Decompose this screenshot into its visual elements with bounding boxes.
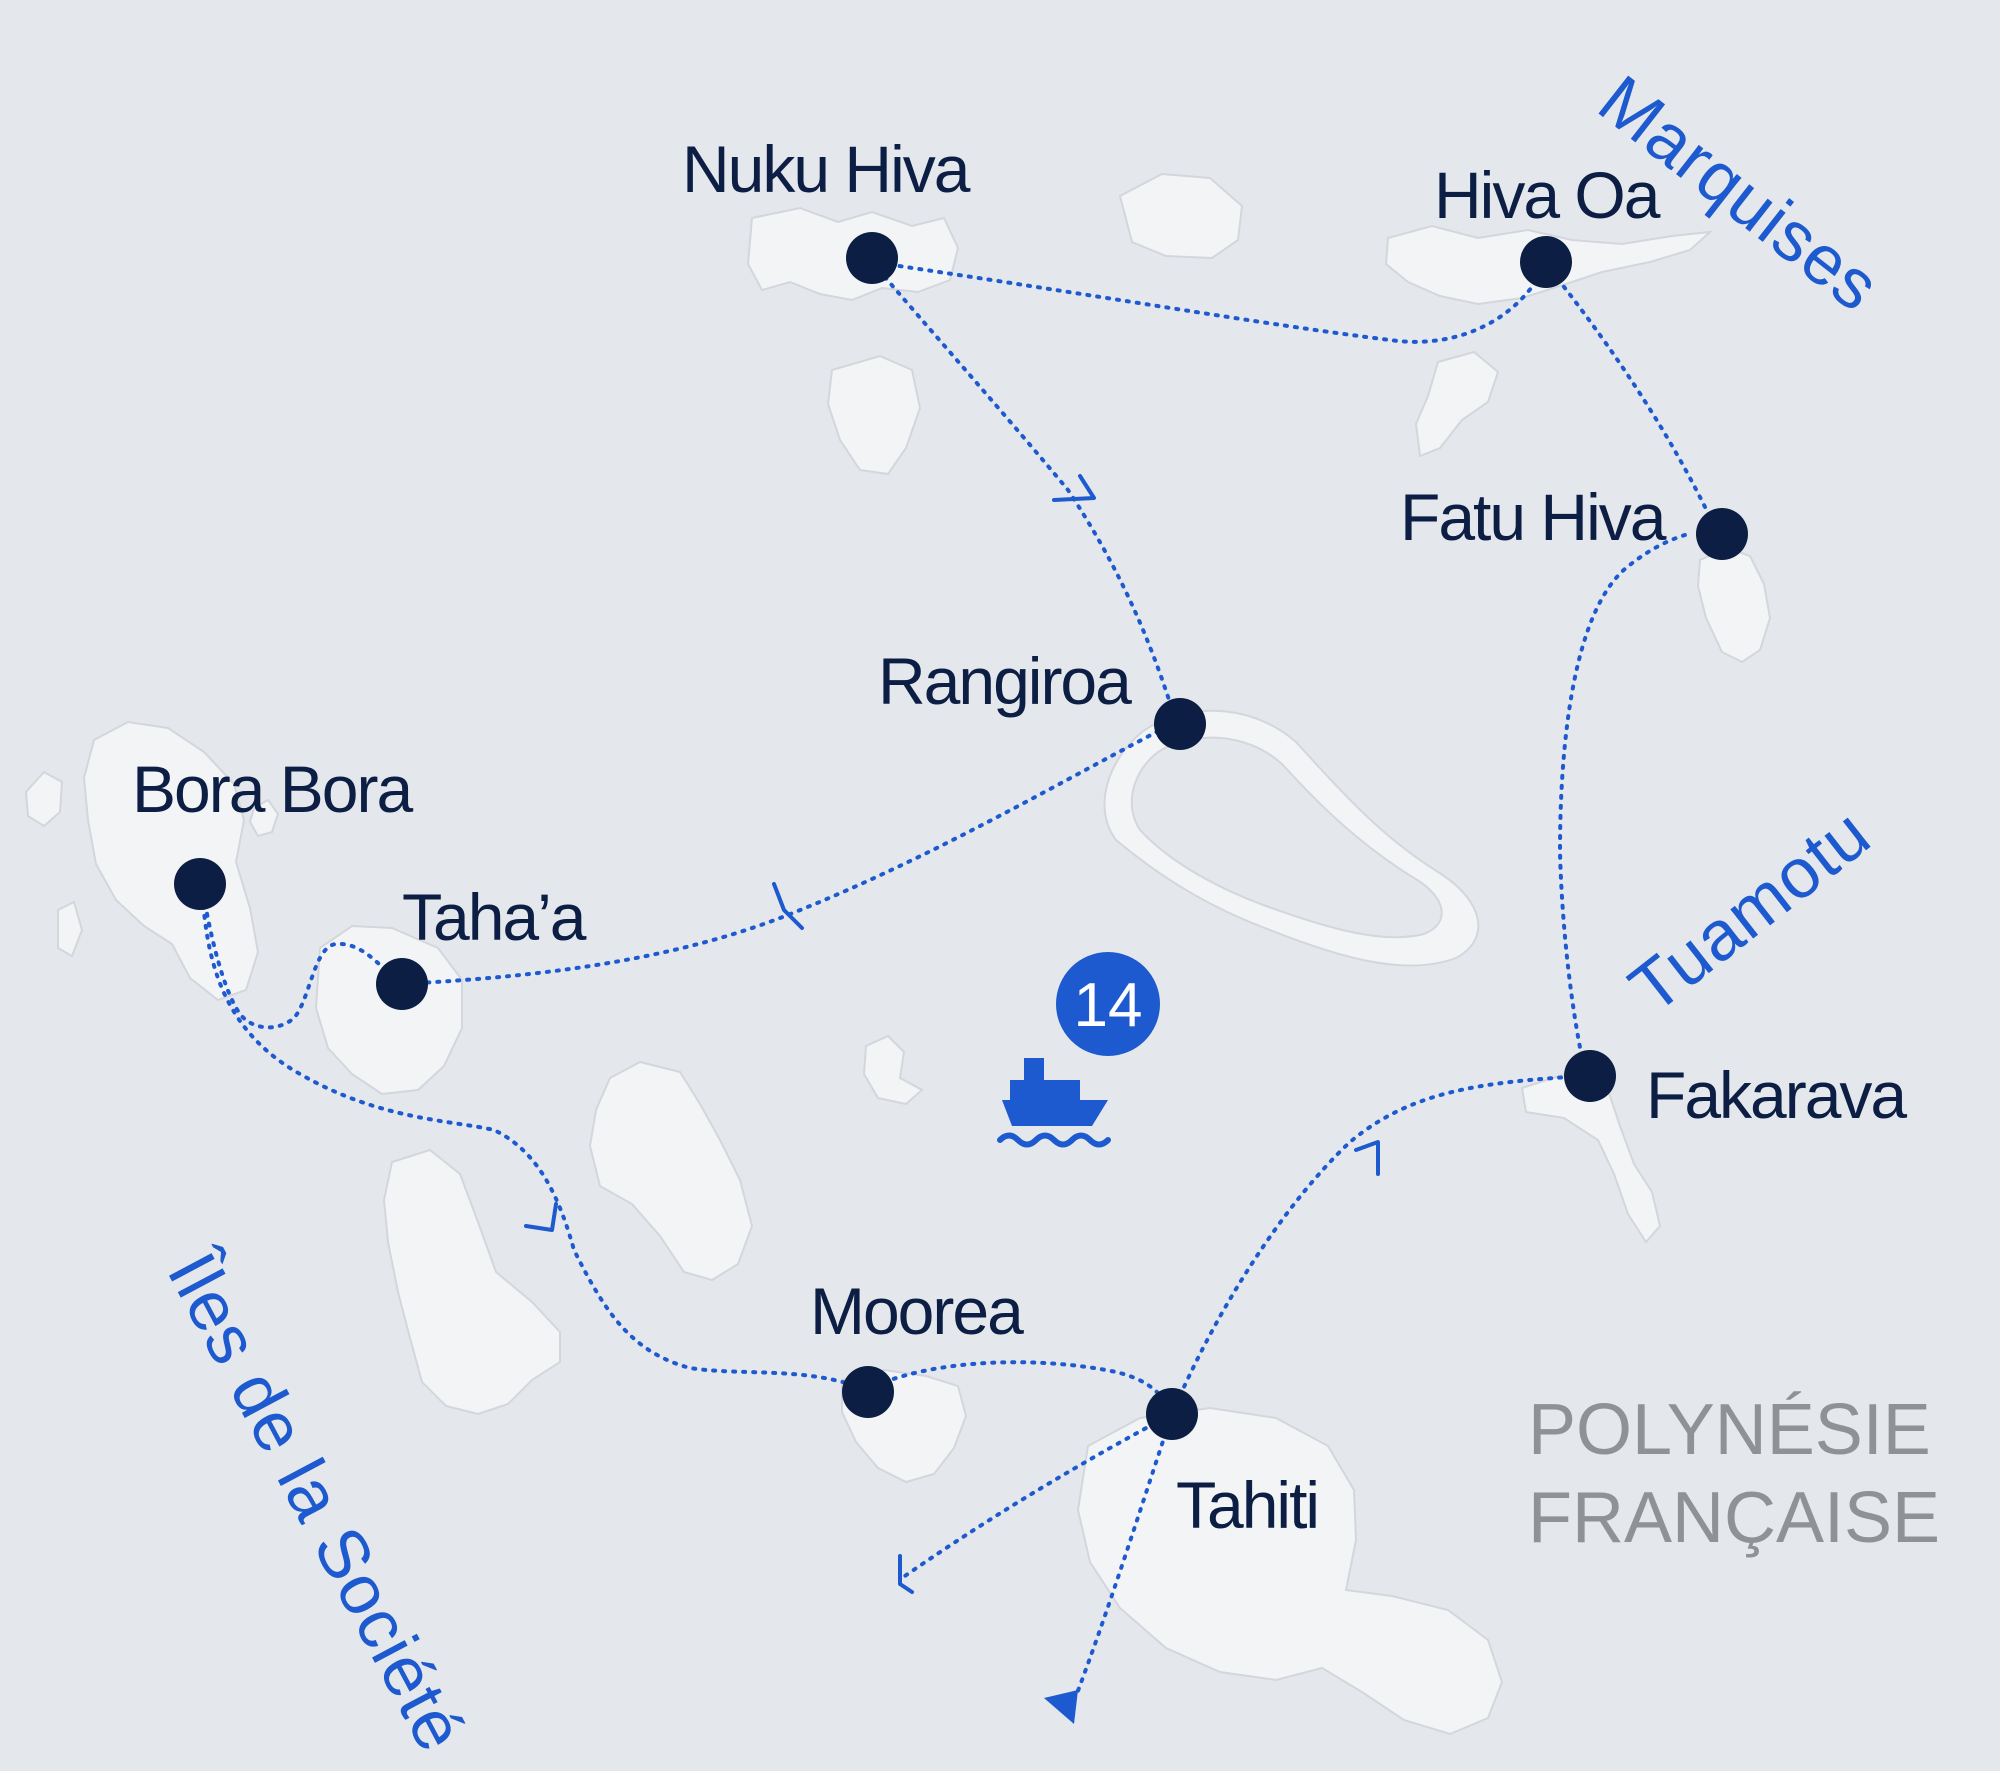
island-tahiti: [1076, 1406, 1504, 1736]
label-nuku-hiva: Nuku Hiva: [682, 132, 971, 206]
direction-arrow-1: [1052, 474, 1096, 502]
island-fakarava-atoll: [1520, 1070, 1662, 1244]
island-raiatea-north: [57, 900, 84, 958]
island-tetiaroa: [862, 1034, 924, 1106]
country-label-line1: POLYNÉSIE: [1528, 1390, 1931, 1470]
stops: [174, 232, 1748, 1440]
stop-fatu-hiva[interactable]: [1696, 508, 1748, 560]
island-tahuata: [1414, 350, 1500, 458]
island-maupiti: [24, 770, 64, 828]
island-tahaa: [314, 924, 463, 1096]
duration-badge: 14: [1056, 952, 1160, 1056]
route-tahaa-bora-bora: [200, 884, 402, 1030]
cruise-route: [200, 260, 1720, 1724]
route-bora-bora-moorea: [200, 884, 868, 1392]
label-bora-bora: Bora Bora: [132, 752, 413, 826]
island-tupai: [248, 798, 280, 838]
country-label: POLYNÉSIE FRANÇAISE: [1528, 1390, 1940, 1558]
island-ua-huka: [1118, 172, 1244, 260]
route-nuku-hiva-rangiroa: [870, 260, 1178, 724]
islands: [24, 172, 1772, 1736]
stop-fakarava[interactable]: [1564, 1050, 1616, 1102]
island-ua-pou: [826, 354, 922, 476]
island-raiatea: [382, 1148, 561, 1416]
route-hiva-oa-nuku-hiva: [870, 260, 1548, 344]
direction-arrow-2: [772, 882, 804, 930]
label-moorea: Moorea: [810, 1274, 1024, 1348]
island-bora-bora: [82, 720, 260, 1002]
stop-moorea[interactable]: [842, 1366, 894, 1418]
stop-hiva-oa[interactable]: [1520, 236, 1572, 288]
route-tahiti-departure-south: [1074, 1412, 1174, 1698]
island-huahine: [588, 1060, 754, 1282]
departure-arrowhead: [1044, 1690, 1078, 1724]
route-fatu-hiva-hiva-oa: [1544, 262, 1720, 536]
stop-nuku-hiva[interactable]: [846, 232, 898, 284]
direction-arrow-3: [524, 1202, 558, 1232]
cruise-ship-icon: [997, 1058, 1111, 1148]
stop-bora-bora[interactable]: [174, 858, 226, 910]
route-tahiti-departure-west: [900, 1412, 1174, 1580]
island-fatu-hiva: [1696, 546, 1772, 664]
route-fakarava-fatu-hiva: [1557, 532, 1690, 1078]
region-label-tuamotu: Tuamotu: [1615, 794, 1884, 1028]
stop-rangiroa[interactable]: [1154, 698, 1206, 750]
label-hiva-oa: Hiva Oa: [1434, 158, 1661, 232]
stop-tahiti[interactable]: [1146, 1388, 1198, 1440]
direction-arrow-5: [898, 1554, 914, 1594]
badge-circle: [1056, 952, 1160, 1056]
route-rangiroa-tahaa: [398, 720, 1178, 986]
label-fakarava: Fakarava: [1646, 1058, 1907, 1132]
label-tahiti: Tahiti: [1176, 1468, 1318, 1542]
stop-tahaa[interactable]: [376, 958, 428, 1010]
badge-value: 14: [1074, 971, 1143, 1040]
country-label-line2: FRANÇAISE: [1528, 1478, 1940, 1558]
stop-labels: Nuku Hiva Hiva Oa Fatu Hiva Rangiroa Bor…: [132, 132, 1909, 1542]
label-fatu-hiva: Fatu Hiva: [1400, 480, 1667, 554]
route-tahiti-fakarava: [1170, 1074, 1588, 1416]
direction-arrow-4: [1354, 1140, 1380, 1176]
route-moorea-tahiti: [864, 1360, 1174, 1416]
label-tahaa: Taha’a: [402, 880, 587, 954]
lagoon-rangiroa: [1130, 736, 1443, 939]
label-rangiroa: Rangiroa: [878, 644, 1132, 718]
